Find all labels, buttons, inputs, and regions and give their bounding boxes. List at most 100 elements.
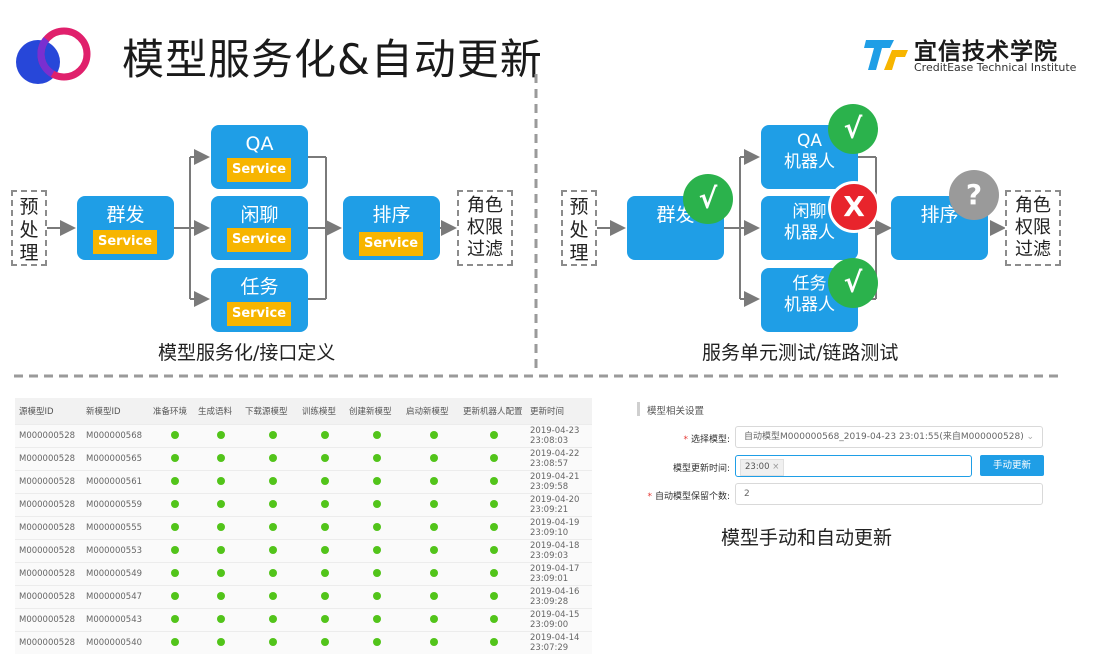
left-group-send-label: 群发 bbox=[77, 204, 174, 226]
success-dot-icon bbox=[269, 546, 277, 554]
status-cell bbox=[302, 609, 349, 632]
col-header: 更新机器人配置 bbox=[463, 398, 526, 425]
status-cell bbox=[198, 448, 245, 471]
success-dot-icon bbox=[217, 500, 225, 508]
success-dot-icon bbox=[321, 500, 329, 508]
success-dot-icon bbox=[217, 431, 225, 439]
status-cell bbox=[406, 586, 463, 609]
status-cell bbox=[463, 425, 526, 448]
status-cell bbox=[463, 540, 526, 563]
update-time: 2019-04-22 23:08:57 bbox=[526, 448, 592, 471]
new-model-id: M000000555 bbox=[82, 517, 153, 540]
left-qa-node: QA Service bbox=[211, 125, 308, 189]
left-task-service-tag: Service bbox=[227, 302, 291, 326]
new-model-id: M000000565 bbox=[82, 448, 153, 471]
chevron-down-icon: ⌄ bbox=[1026, 427, 1034, 447]
success-dot-icon bbox=[490, 431, 498, 439]
col-header: 生成语料 bbox=[198, 398, 245, 425]
success-dot-icon bbox=[269, 523, 277, 531]
success-dot-icon bbox=[321, 638, 329, 646]
update-time-label: 模型更新时间: bbox=[640, 461, 730, 474]
source-model-id: M000000528 bbox=[15, 517, 82, 540]
status-cell bbox=[245, 540, 302, 563]
left-qa-label: QA bbox=[211, 133, 308, 155]
status-cell bbox=[198, 471, 245, 494]
status-cell bbox=[153, 425, 198, 448]
right-preprocess-node: 预处理 bbox=[561, 190, 597, 266]
success-dot-icon bbox=[490, 546, 498, 554]
success-dot-icon bbox=[217, 454, 225, 462]
status-cell bbox=[463, 586, 526, 609]
status-cell bbox=[349, 563, 406, 586]
update-time: 2019-04-14 23:07:29 bbox=[526, 632, 592, 654]
left-preprocess-node: 预处理 bbox=[11, 190, 47, 266]
status-cell bbox=[153, 586, 198, 609]
success-dot-icon bbox=[490, 592, 498, 600]
col-header: 更新时间 bbox=[526, 398, 592, 425]
left-group-send-node: 群发 Service bbox=[77, 196, 174, 260]
tag-close-icon[interactable]: × bbox=[772, 462, 779, 472]
success-dot-icon bbox=[321, 592, 329, 600]
keep-count-label: *自动模型保留个数: bbox=[640, 489, 730, 502]
status-cell bbox=[349, 540, 406, 563]
keep-count-input[interactable]: 2 bbox=[735, 483, 1043, 505]
status-cell bbox=[198, 563, 245, 586]
status-cell bbox=[406, 517, 463, 540]
success-dot-icon bbox=[373, 546, 381, 554]
table-header-row: 源模型ID 新模型ID 准备环境 生成语料 下载源模型 训练模型 创建新模型 启… bbox=[15, 398, 592, 425]
success-dot-icon bbox=[430, 569, 438, 577]
status-cell bbox=[198, 425, 245, 448]
sort-unknown-badge: ? bbox=[949, 170, 999, 220]
status-cell bbox=[153, 609, 198, 632]
success-dot-icon bbox=[269, 477, 277, 485]
success-dot-icon bbox=[490, 638, 498, 646]
success-dot-icon bbox=[490, 500, 498, 508]
status-cell bbox=[198, 632, 245, 654]
update-time-input[interactable]: 23:00 × bbox=[735, 455, 972, 477]
success-dot-icon bbox=[171, 592, 179, 600]
left-chat-node: 闲聊 Service bbox=[211, 196, 308, 260]
success-dot-icon bbox=[171, 431, 179, 439]
success-dot-icon bbox=[373, 500, 381, 508]
status-cell bbox=[406, 471, 463, 494]
update-time: 2019-04-17 23:09:01 bbox=[526, 563, 592, 586]
status-cell bbox=[198, 540, 245, 563]
keep-count-label-text: 自动模型保留个数: bbox=[655, 492, 730, 502]
success-dot-icon bbox=[217, 592, 225, 600]
select-model-dropdown[interactable]: 自动模型M000000568_2019-04-23 23:01:55(来自M00… bbox=[735, 426, 1043, 448]
col-header: 下载源模型 bbox=[245, 398, 302, 425]
success-dot-icon bbox=[490, 569, 498, 577]
status-cell bbox=[406, 632, 463, 654]
status-cell bbox=[463, 632, 526, 654]
success-dot-icon bbox=[217, 546, 225, 554]
status-cell bbox=[245, 425, 302, 448]
success-dot-icon bbox=[373, 454, 381, 462]
success-dot-icon bbox=[490, 523, 498, 531]
status-cell bbox=[245, 448, 302, 471]
status-cell bbox=[406, 609, 463, 632]
new-model-id: M000000549 bbox=[82, 563, 153, 586]
manual-update-button[interactable]: 手动更新 bbox=[980, 455, 1044, 476]
settings-caption: 模型手动和自动更新 bbox=[721, 523, 892, 550]
status-cell bbox=[153, 632, 198, 654]
success-dot-icon bbox=[373, 638, 381, 646]
status-cell bbox=[302, 494, 349, 517]
success-dot-icon bbox=[269, 569, 277, 577]
status-cell bbox=[245, 586, 302, 609]
status-cell bbox=[153, 494, 198, 517]
success-dot-icon bbox=[430, 615, 438, 623]
left-task-node: 任务 Service bbox=[211, 268, 308, 332]
new-model-id: M000000553 bbox=[82, 540, 153, 563]
status-cell bbox=[406, 563, 463, 586]
status-cell bbox=[245, 563, 302, 586]
source-model-id: M000000528 bbox=[15, 540, 82, 563]
group-send-pass-badge: √ bbox=[683, 174, 733, 224]
col-header: 准备环境 bbox=[153, 398, 198, 425]
status-cell bbox=[153, 517, 198, 540]
status-cell bbox=[406, 540, 463, 563]
left-chat-service-tag: Service bbox=[227, 228, 291, 252]
